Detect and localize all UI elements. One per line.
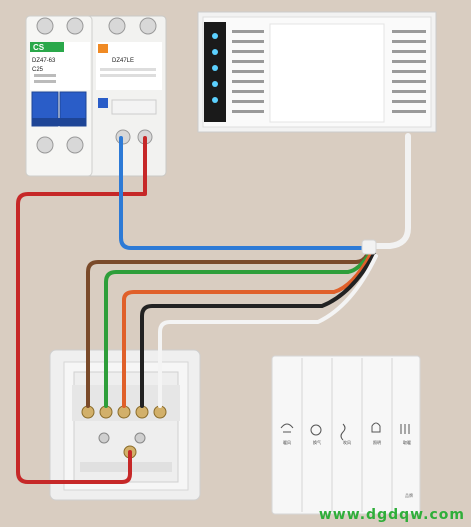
- breaker-bottom-terminals: [36, 129, 153, 154]
- fan-icon: [340, 423, 346, 441]
- breaker-left-model: DZ47-63: [32, 58, 56, 64]
- ventilation-icon: [310, 424, 322, 436]
- switch-icons: [280, 422, 410, 441]
- rcd-orange-tag: [98, 44, 108, 53]
- switch-label-4: 照明: [373, 440, 381, 445]
- wires: [16, 133, 411, 484]
- live-wire: [16, 136, 147, 484]
- heating-icon: [400, 424, 410, 434]
- orange-wire: [122, 250, 374, 408]
- breaker-top-terminals: [36, 17, 157, 35]
- switch-label-2: 换气: [313, 439, 321, 445]
- switch-label-1: 暖风: [283, 439, 291, 445]
- switch-label-5: 取暖: [403, 439, 411, 445]
- heater-center-panel: [269, 23, 385, 123]
- heater-vent-left: [232, 30, 264, 113]
- rcd-test-button: [98, 98, 108, 108]
- switch-label-group: 暖风 换气 吹风 照明 取暖: [283, 439, 411, 445]
- switch-terminals: [81, 405, 167, 459]
- circuit-breaker: CS DZ47-63 C25 DZ47LE: [25, 15, 167, 177]
- white-wire: [158, 254, 378, 408]
- bath-heater: [197, 11, 437, 133]
- breaker-left-rating: C25: [32, 67, 44, 73]
- warm-air-icon: [280, 423, 294, 433]
- heater-vent-right: [392, 30, 426, 113]
- watermark-text: www.dgdqw.com: [318, 507, 465, 523]
- black-wire: [140, 252, 376, 408]
- switch-brand: 品牌: [405, 492, 413, 498]
- heater-display-panel: [204, 22, 226, 122]
- wall-switch-cover: 暖风 换气 吹风 照明 取暖 品牌: [271, 355, 421, 515]
- green-wire: [104, 248, 374, 408]
- switch-label-3: 吹风: [343, 439, 351, 445]
- breaker-right-model: DZ47LE: [112, 58, 134, 64]
- neutral-wire: [119, 136, 372, 250]
- heater-cable: [365, 133, 411, 249]
- breaker-brand: CS: [33, 43, 45, 52]
- light-icon: [371, 422, 381, 433]
- cable-junction-sleeve: [361, 239, 377, 255]
